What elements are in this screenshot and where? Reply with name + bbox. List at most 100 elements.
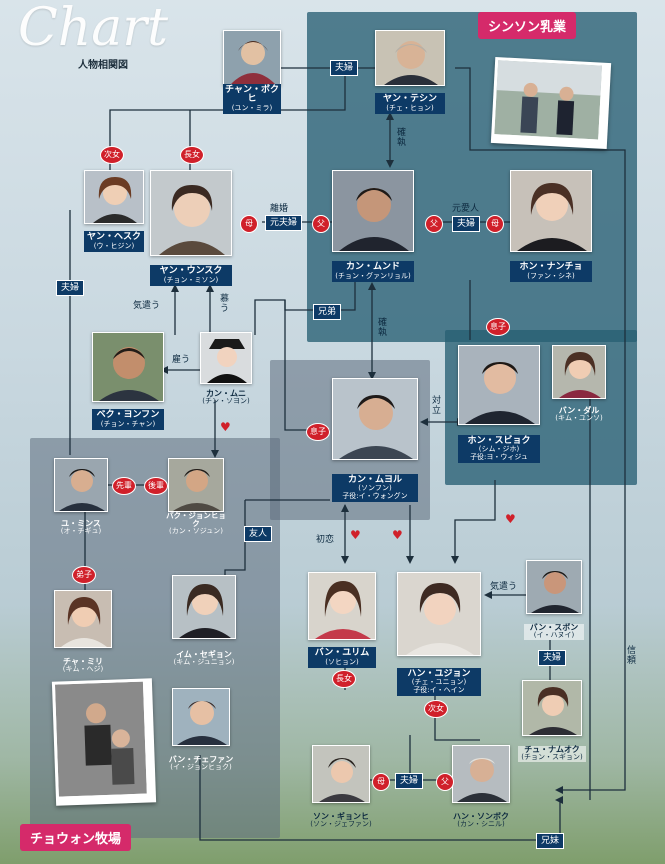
person-photo-icon (173, 576, 235, 638)
pak-jonhyoku-name: パク・ジョンヒョク (166, 510, 226, 529)
kang-muyoru-child: 子役:イ・ウォングン (342, 491, 408, 500)
person-photo-icon (201, 333, 251, 383)
person-photo-icon (169, 459, 223, 511)
dot-deshi: 弟子 (72, 566, 96, 584)
heart-icon: ♥ (505, 512, 516, 526)
lbl-hatsukoi: 初恋 (316, 535, 335, 545)
kang-muyoru-actor: (ソンフン) (358, 484, 392, 493)
person-photo-icon (333, 379, 417, 459)
dot-chojo: 長女 (332, 670, 356, 688)
lbl-rikon: 離婚 (270, 204, 289, 214)
yang-unsuku-photo (150, 170, 232, 256)
dot-chichi-mundo: 父 (312, 215, 330, 233)
person-photo-icon (151, 171, 231, 255)
han-yujon-name: ハン・ユジョン (407, 668, 471, 679)
person-photo-icon (55, 591, 111, 647)
yu-minsu-name: ユ・ミンス (61, 518, 101, 528)
pak-jonhyoku-actor: (カン・ソジュン) (169, 527, 223, 536)
yu-minsu-photo (54, 458, 108, 512)
lbl-ketsuretsu-top: 確執 (397, 128, 407, 148)
person-photo-icon (511, 171, 591, 251)
dot-musuko-mu: 息子 (306, 423, 330, 441)
card-ban-daru[interactable]: バン・ダル(キム・ユンソ) (552, 345, 606, 423)
card-beku-yonfun[interactable]: ベク・ヨンフン(チョン・チャン) (92, 332, 164, 430)
lbl-ketsuretsu-mid: 確執 (378, 318, 388, 338)
card-yang-unsuku[interactable]: ヤン・ウンスク(チョン・ミソン) (150, 170, 232, 286)
dot-kohai: 後輩 (144, 477, 168, 495)
ban-chefan-photo (172, 688, 230, 746)
card-imu-segyon[interactable]: イム・セギョン(キム・ジュニョン) (172, 575, 236, 667)
han-yujon-actor: (チェ・ユニョン) (411, 678, 467, 687)
kang-mundo-name: カン・ムンド (345, 262, 400, 273)
yang-unsuku-name: ヤン・ウンスク (159, 266, 223, 277)
dot-chichi-mundo2: 父 (425, 215, 443, 233)
person-photo-icon (224, 31, 280, 85)
card-son-gyonhi[interactable]: ソン・ギョンヒ(ソン・ジェファン) (310, 745, 372, 829)
kang-mundo-photo (332, 170, 414, 252)
rel-motofufu: 元夫婦 (265, 215, 303, 231)
kang-muni-photo (200, 332, 252, 384)
hon-nanchon-actor: (ファン・シネ) (527, 271, 575, 280)
kang-muyoru-name: カン・ムヨル (347, 474, 402, 485)
card-han-sonbogu[interactable]: ハン・ソンボク(カン・シニル) (452, 745, 510, 829)
ban-yurimu-photo (308, 572, 376, 640)
han-sonbogu-photo (452, 745, 510, 803)
line-shinrai (455, 67, 626, 791)
card-pak-jonhyoku[interactable]: パク・ジョンヒョク(カン・ソジュン) (166, 458, 226, 536)
yang-taesin-actor: (チェ・ヒョン) (386, 103, 434, 112)
card-ban-chefan[interactable]: バン・チェファン(イ・ジョンヒョク) (169, 688, 233, 772)
dot-chichi-han: 父 (436, 773, 454, 791)
page-subtitle: 人物相関図 (78, 60, 128, 71)
card-cha-miri[interactable]: チャ・ミリ(キム・ヘジ) (54, 590, 112, 674)
yang-taesin-photo (375, 30, 445, 86)
yang-heskyu-photo (84, 170, 144, 224)
beku-yonfun-actor: (チョン・チャン) (100, 419, 156, 428)
card-chu-namuoku[interactable]: チュ・ナムオク(チョン・スギョン) (518, 680, 586, 762)
shinson-tag: シンソン乳業 (478, 12, 577, 39)
card-hon-nanchon[interactable]: ホン・ナンチョ(ファン・シネ) (510, 170, 592, 282)
card-yu-minsu[interactable]: ユ・ミンス(オ・チギュ) (54, 458, 108, 536)
hon-subyoku-name: ホン・スビョク (467, 435, 531, 446)
heart-icon: ♥ (392, 528, 403, 542)
card-kang-muyoru[interactable]: カン・ムヨル(ソンフン)子役:イ・ウォングン (332, 378, 418, 502)
rel-fufu-motoaijin: 夫婦 (452, 216, 481, 232)
person-photo-icon (398, 573, 480, 655)
card-hon-subyoku[interactable]: ホン・スビョク(シム・ジホ)子役:ヨ・ウィジュ (458, 345, 540, 463)
card-han-yujon[interactable]: ハン・ユジョン(チェ・ユニョン)子役:イ・ヘイン (397, 572, 481, 696)
cha-miri-photo (54, 590, 112, 648)
ban-yurimu-actor: (ソヒョン) (325, 657, 359, 666)
card-kang-muni[interactable]: カン・ムニ(チン・ソヨン) (200, 332, 252, 406)
yang-heskyu-actor: (ウ・ヒジン) (93, 241, 135, 250)
ban-chefan-actor: (イ・ジョンヒョク) (170, 763, 232, 772)
card-ban-sobon[interactable]: バン・スボン(イ・ハヌイ) (524, 560, 584, 640)
han-yujon-child: 子役:イ・ヘイン (413, 685, 465, 694)
person-photo-icon (527, 561, 581, 613)
rel-fufu-heskyu: 夫婦 (56, 280, 85, 296)
cha-miri-actor: (キム・ヘジ) (62, 665, 104, 674)
han-sonbogu-name: ハン・ソンボク (453, 811, 509, 821)
yang-taesin-name: ヤン・テシン (382, 94, 437, 105)
rel-fufu-ban: 夫婦 (538, 650, 567, 666)
dot-haha-unsuku: 母 (240, 215, 258, 233)
hon-nanchon-photo (510, 170, 592, 252)
rel-fufu-han: 夫婦 (395, 773, 424, 789)
hon-nanchon-name: ホン・ナンチョ (519, 262, 583, 273)
jang-bokhee-actor: (ユン・ミラ) (231, 103, 273, 112)
line-kyomai (199, 755, 561, 841)
person-photo-icon (309, 573, 375, 639)
imu-segyon-actor: (キム・ジュニョン) (173, 658, 235, 667)
card-yang-taesin[interactable]: ヤン・テシン(チェ・ヒョン) (375, 30, 445, 114)
person-photo-icon (173, 689, 229, 745)
card-jang-bokhee[interactable]: チャン・ボクヒ(ユン・ミラ) (223, 30, 281, 114)
imu-segyon-name: イム・セギョン (176, 649, 232, 659)
kang-muni-actor: (チン・ソヨン) (202, 397, 250, 406)
card-ban-yurimu[interactable]: バン・ユリム(ソヒョン) (308, 572, 376, 668)
ban-sobon-photo (526, 560, 582, 614)
hon-subyoku-photo (458, 345, 540, 425)
card-kang-mundo[interactable]: カン・ムンド(チョン・グァンリョル) (332, 170, 414, 282)
lbl-kizukau2: 気遣う (490, 582, 518, 592)
han-sonbogu-actor: (カン・シニル) (457, 820, 505, 829)
card-yang-heskyu[interactable]: ヤン・ヘスク(ウ・ヒジン) (84, 170, 144, 252)
cha-miri-name: チャ・ミリ (63, 656, 103, 666)
ban-daru-name: バン・ダル (558, 405, 600, 415)
